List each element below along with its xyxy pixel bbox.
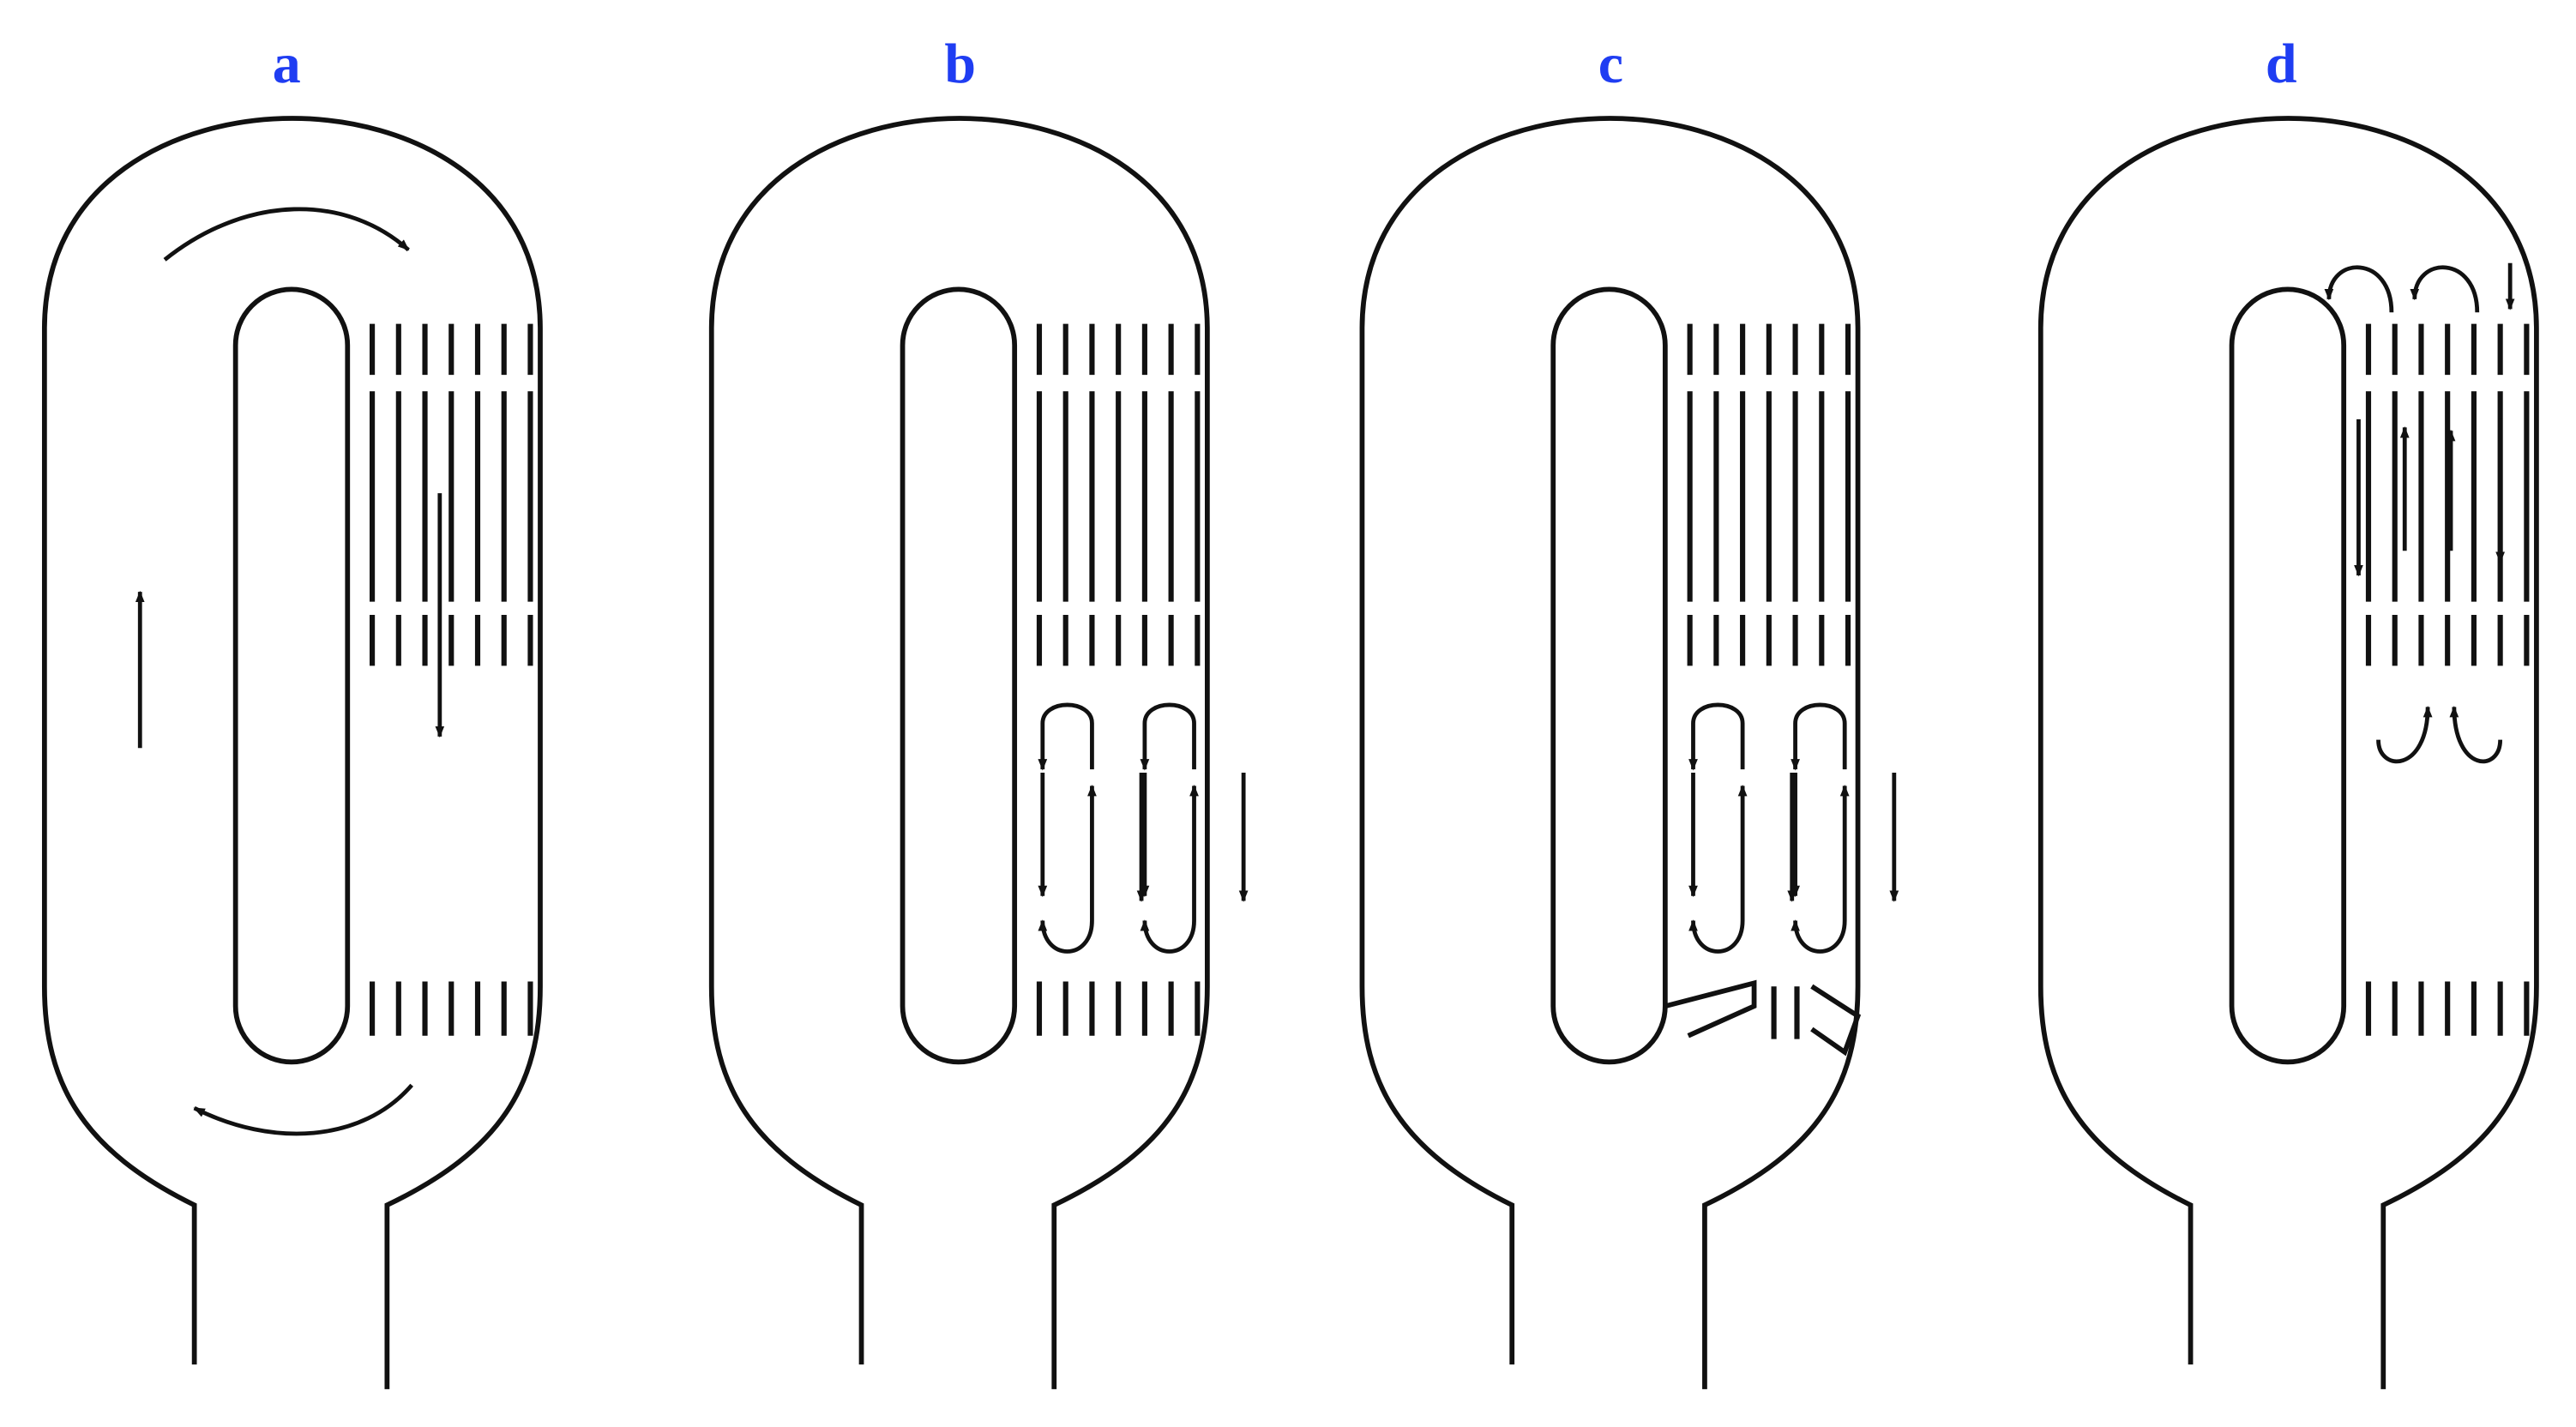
flow-loop-arrow [1140, 702, 1196, 771]
flow-loop-arrow [1791, 702, 1847, 771]
panel-label-d: d [2265, 33, 2297, 96]
riser-tube [1550, 286, 1668, 1065]
panel-c [1359, 116, 1899, 1389]
riser-tube [232, 286, 351, 1065]
flow-arrow [193, 1083, 414, 1136]
flow-loop-arrow [2324, 265, 2394, 313]
flow-loop-arrow [1038, 702, 1094, 771]
flow-loop-arrow [2449, 705, 2503, 764]
panel-label-c: c [1598, 33, 1624, 96]
guide-plate [1810, 984, 1862, 1057]
flow-loop-arrow [2376, 705, 2433, 764]
riser-tube [2229, 286, 2347, 1065]
vessel-outline [41, 116, 543, 1389]
guide-plate [1664, 979, 1757, 1039]
panel-a [41, 116, 543, 1389]
vessel-outline [708, 116, 1210, 1389]
riser-tube [900, 286, 1018, 1065]
flow-loop-arrow [1688, 702, 1745, 771]
flow-arrow [163, 207, 410, 262]
flow-loop-arrow [2410, 265, 2480, 313]
flow-loop-arrow [1688, 919, 1745, 954]
vessel-outline [1359, 116, 1861, 1389]
flow-loop-arrow [1140, 919, 1196, 954]
flow-loop-arrow [1791, 919, 1847, 954]
panel-b [708, 116, 1249, 1389]
panel-label-a: a [272, 33, 301, 96]
panel-d [2037, 116, 2539, 1389]
flow-loop-arrow [1038, 919, 1094, 954]
panel-label-b: b [944, 33, 977, 96]
vessel-outline [2037, 116, 2539, 1389]
